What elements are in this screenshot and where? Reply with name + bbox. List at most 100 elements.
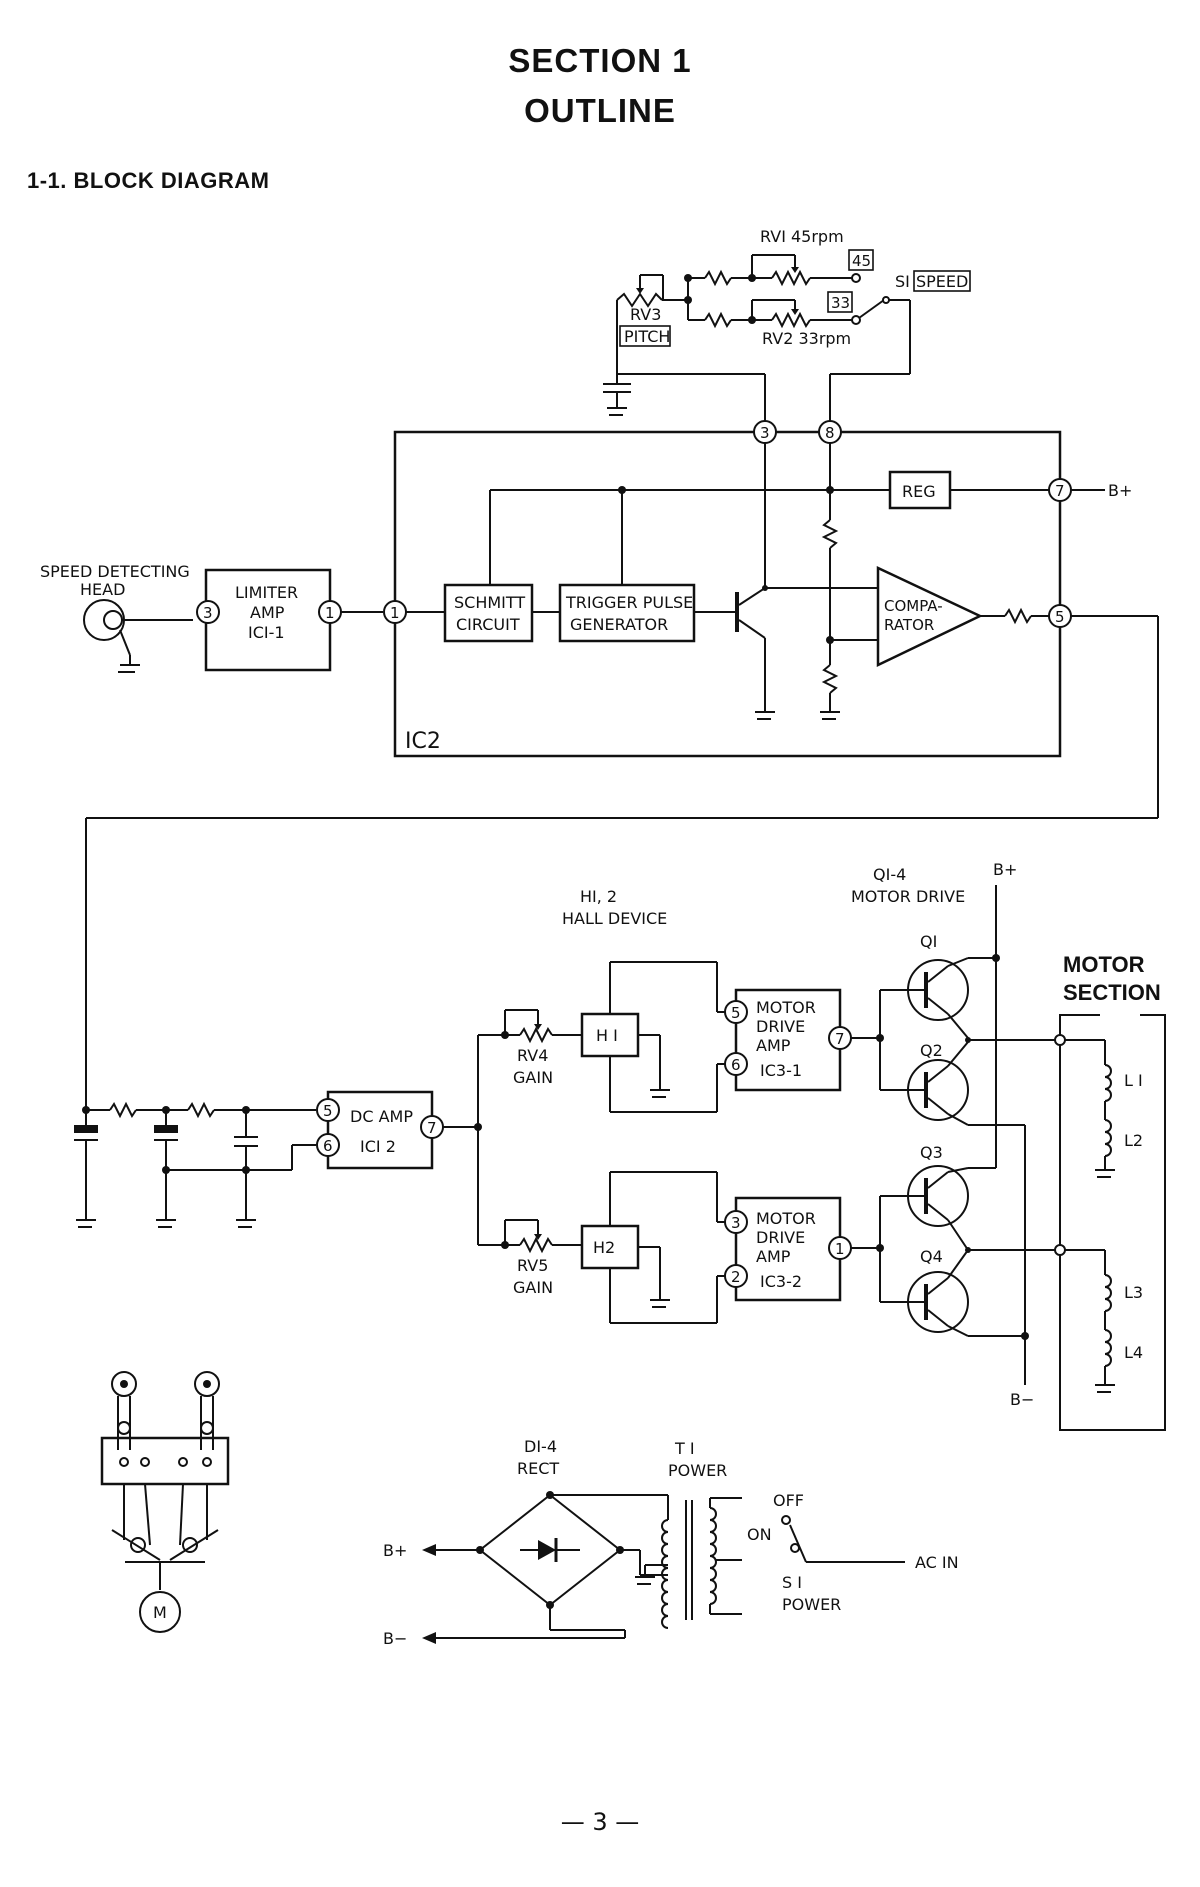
psu-bplus-label: B+ [383, 1541, 407, 1560]
mda2-label-4: IC3-2 [760, 1272, 802, 1291]
trigger-label-1: TRIGGER PULSE [565, 593, 693, 612]
reg-label: REG [902, 482, 936, 501]
h2-label: H2 [593, 1238, 615, 1257]
l1-label: L I [1124, 1071, 1143, 1090]
q2-label: Q2 [920, 1041, 943, 1060]
limiter-pin-3: 3 [203, 604, 213, 622]
q4-label: Q4 [920, 1247, 943, 1266]
motor-drive-amp-2-block: 3 2 1 MOTOR DRIVE AMP IC3-2 [724, 1196, 852, 1302]
hall-h2-block: H2 [580, 1171, 728, 1324]
q1-label: QI [920, 932, 937, 951]
rv3-label: RV3 [630, 305, 661, 324]
ic31-pin-6: 6 [731, 1056, 741, 1074]
t1-label-2: POWER [668, 1461, 727, 1480]
transistor-q2: Q2 [907, 1041, 1025, 1126]
speed-head-label-2: HEAD [80, 580, 125, 599]
page-number: — 3 — [560, 1808, 640, 1836]
rv5-label: RV5 [517, 1256, 548, 1275]
ic2-pin-7: 7 [1055, 482, 1065, 500]
psu-bminus-label: B− [383, 1629, 407, 1648]
s1-label: SI [895, 272, 910, 291]
dcamp-label-1: DC AMP [350, 1107, 413, 1126]
switch-on-label: ON [747, 1525, 772, 1544]
rv4-gain-label: GAIN [513, 1068, 553, 1087]
rv4-label: RV4 [517, 1046, 548, 1065]
q3-label: Q3 [920, 1143, 943, 1162]
trigger-pulse-generator-block: TRIGGER PULSE GENERATOR [558, 583, 696, 643]
speed-network: RVI 45rpm 45 SI SPEED 33 RV2 33rpm RV3 P… [603, 227, 971, 416]
motor-section-label-2: SECTION [1063, 980, 1161, 1005]
switch-power-label: POWER [782, 1595, 841, 1614]
motor-m-label: M [153, 1603, 167, 1622]
comparator-label-1: COMPA- [884, 597, 943, 615]
schmitt-label-1: SCHMITT [454, 593, 525, 612]
page-title: OUTLINE [524, 92, 676, 129]
ic31-pin-7: 7 [835, 1030, 845, 1048]
ic2-label: IC2 [405, 729, 441, 754]
transistor-q1: QI [907, 932, 996, 1039]
rv1-label: RVI 45rpm [760, 227, 844, 246]
ic32-pin-1: 1 [835, 1240, 845, 1258]
rect-label-2: RECT [517, 1459, 559, 1478]
ic2-pin-1: 1 [390, 604, 400, 622]
sw33-label: 33 [831, 294, 850, 312]
mda2-label-3: AMP [756, 1247, 791, 1266]
comparator-block: COMPA- RATOR [876, 566, 983, 667]
limiter-amp-block: 3 1 LIMITER AMP ICI-1 [196, 568, 342, 672]
dcamp-pin-7: 7 [427, 1119, 437, 1137]
comparator-label-2: RATOR [884, 616, 934, 634]
ic2-bplus-label: B+ [1108, 481, 1132, 500]
sw45-label: 45 [852, 252, 871, 270]
ic32-pin-3: 3 [731, 1214, 741, 1232]
rect-label-1: DI-4 [524, 1437, 557, 1456]
trigger-label-2: GENERATOR [570, 615, 668, 634]
q-bminus-label: B− [1010, 1390, 1034, 1409]
section-heading: SECTION 1 [508, 42, 692, 79]
ic2-pin-8: 8 [825, 424, 835, 442]
rv5-gain-label: GAIN [513, 1278, 553, 1297]
limiter-label-1: LIMITER [235, 583, 298, 602]
mda1-label-4: IC3-1 [760, 1061, 802, 1080]
ic2-block: IC2 [393, 430, 1062, 758]
mda2-label-1: MOTOR [756, 1209, 816, 1228]
mda1-label-3: AMP [756, 1036, 791, 1055]
motor-connector-sketch: M [100, 1371, 230, 1633]
mda2-label-2: DRIVE [756, 1228, 805, 1247]
l3-label: L3 [1124, 1283, 1143, 1302]
ic2-pin-3: 3 [760, 424, 770, 442]
l4-label: L4 [1124, 1343, 1143, 1362]
dcamp-pin-6: 6 [323, 1137, 333, 1155]
q-drive-label-1: QI-4 [873, 865, 906, 884]
switch-s1-label: S I [782, 1573, 802, 1592]
transistor-q4: Q4 [907, 1247, 1025, 1337]
rv2-label: RV2 33rpm [762, 329, 851, 348]
ic2-pin-5: 5 [1055, 608, 1065, 626]
speed-label: SPEED [916, 272, 968, 291]
ac-in-label: AC IN [915, 1553, 959, 1572]
h1-label: H I [596, 1026, 618, 1045]
schmitt-label-2: CIRCUIT [456, 615, 520, 634]
t1-label-1: T I [674, 1439, 695, 1458]
dcamp-pin-5: 5 [323, 1102, 333, 1120]
speed-head-label: SPEED DETECTING [40, 562, 190, 581]
pitch-label: PITCH [624, 327, 670, 346]
dc-amp-block: 5 6 7 DC AMP ICI 2 [316, 1090, 444, 1170]
limiter-label-2: AMP [250, 603, 285, 622]
reg-block: REG [888, 470, 952, 510]
power-supply-section: DI-4 RECT T I POWER B+ B− [383, 1437, 959, 1648]
hall-h1-block: H I [580, 961, 728, 1113]
motor-section-block: MOTOR SECTION L I L2 L3 L4 [1054, 952, 1166, 1431]
speed-detecting-head: SPEED DETECTING HEAD [40, 562, 193, 673]
ic32-pin-2: 2 [731, 1268, 741, 1286]
mda1-label-1: MOTOR [756, 998, 816, 1017]
limiter-label-3: ICI-1 [248, 623, 285, 642]
switch-off-label: OFF [773, 1491, 804, 1510]
block-diagram-subheading: 1-1. BLOCK DIAGRAM [27, 168, 270, 193]
motor-section-label-1: MOTOR [1063, 952, 1145, 977]
mda1-label-2: DRIVE [756, 1017, 805, 1036]
q-bplus-label: B+ [993, 860, 1017, 879]
q-drive-label-2: MOTOR DRIVE [851, 887, 965, 906]
limiter-pin-1: 1 [325, 604, 335, 622]
schmitt-circuit-block: SCHMITT CIRCUIT [443, 583, 534, 643]
